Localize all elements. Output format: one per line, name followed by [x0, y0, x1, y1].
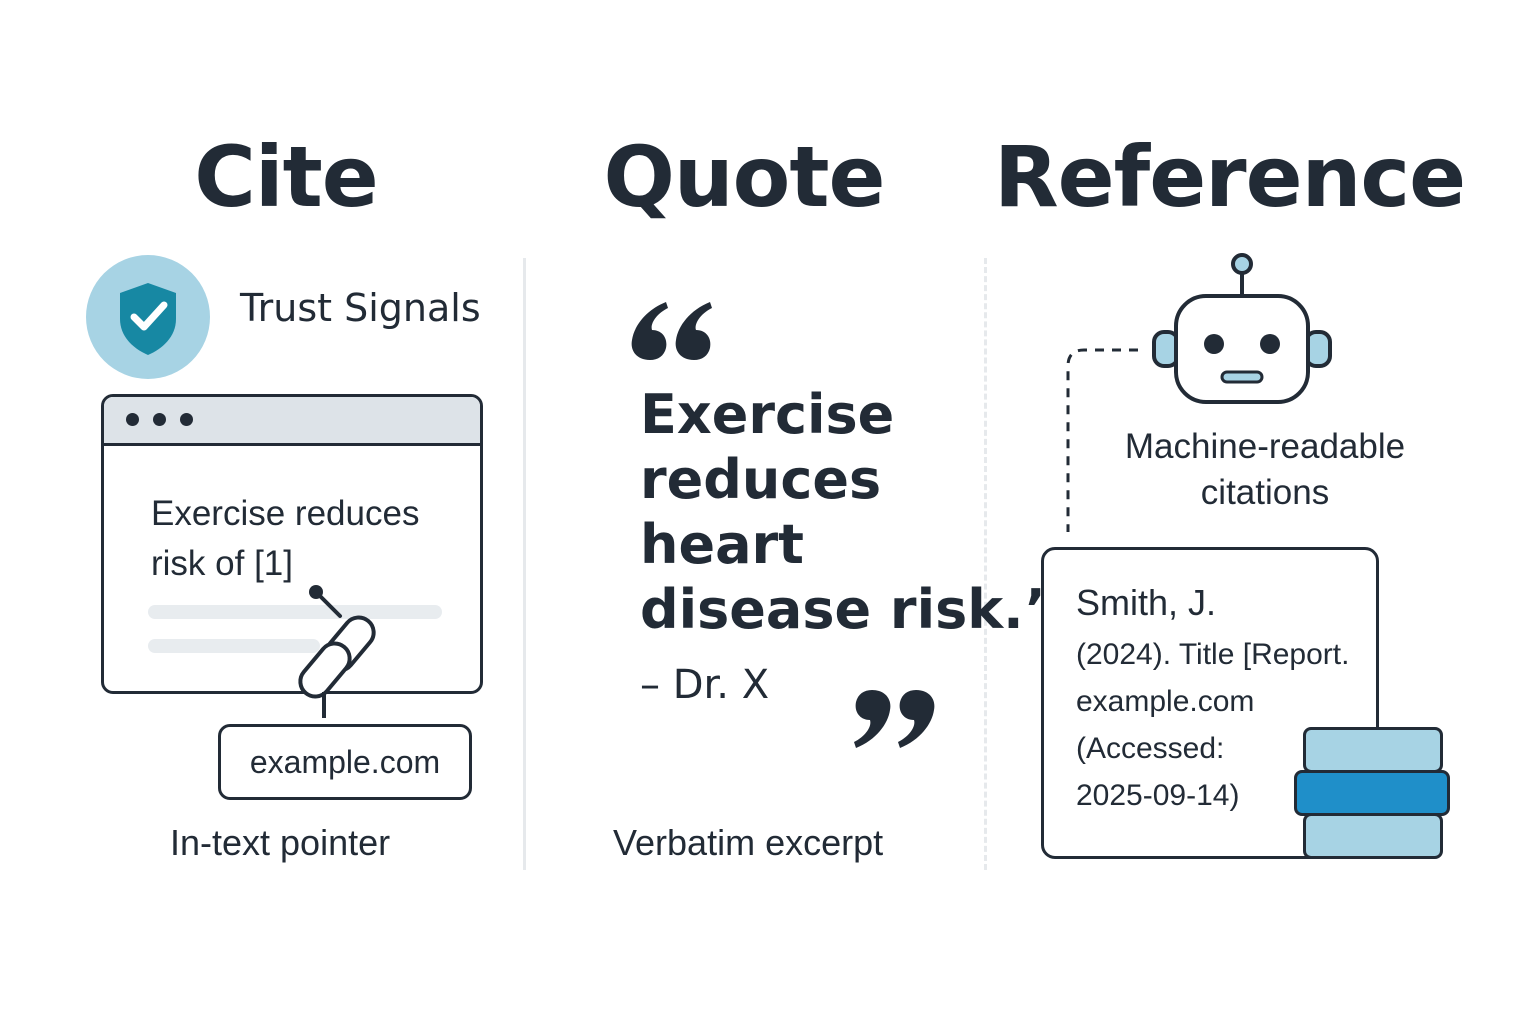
quote-text: Exercise reduces heart disease risk.” [640, 382, 1060, 642]
chain-link-icon [298, 585, 376, 718]
machine-readable-label: Machine-readable citations [1090, 424, 1440, 516]
column-divider-2 [984, 258, 987, 870]
book-middle [1294, 770, 1450, 816]
robot-label-line-2: citations [1200, 473, 1330, 512]
open-quote-icon [631, 302, 712, 360]
source-url-box: example.com [218, 724, 472, 800]
reference-line: example.com [1076, 685, 1255, 718]
placeholder-line [148, 605, 442, 619]
reference-line: (Accessed: [1076, 732, 1225, 765]
dashed-connector [1066, 348, 1138, 532]
robot-label-line-1: Machine-readable [1124, 427, 1406, 466]
window-dots-icon [104, 397, 480, 446]
quote-line: reduces [640, 448, 882, 511]
book-bottom [1303, 813, 1443, 859]
shield-check-icon [120, 283, 176, 355]
placeholder-line [148, 639, 320, 653]
reference-line: 2025-09-14) [1076, 779, 1240, 812]
quote-caption: Verbatim excerpt [613, 822, 884, 863]
cite-text-line-2: risk of [1] [151, 544, 293, 583]
quote-line: disease risk.” [640, 578, 1060, 641]
trust-badge [86, 255, 210, 379]
quote-author: – Dr. X [640, 662, 770, 708]
browser-window: Exercise reduces risk of [1] [101, 394, 483, 694]
robot-icon [1152, 253, 1332, 404]
quote-title: Quote [603, 128, 885, 226]
close-quote-icon [854, 690, 935, 748]
trust-signals-label: Trust Signals [240, 286, 481, 330]
reference-author: Smith, J. [1076, 582, 1217, 623]
quote-line: heart [640, 513, 804, 576]
cite-title: Cite [194, 128, 379, 226]
cite-example-text: Exercise reduces risk of [1] [151, 489, 471, 589]
quote-line: Exercise [640, 383, 895, 446]
cite-text-line-1: Exercise reduces [151, 494, 420, 533]
column-divider-1 [523, 258, 526, 870]
book-top [1303, 727, 1443, 773]
reference-line: (2024). Title [Report. [1076, 638, 1350, 671]
cite-caption: In-text pointer [170, 822, 391, 863]
reference-title: Reference [994, 128, 1466, 226]
